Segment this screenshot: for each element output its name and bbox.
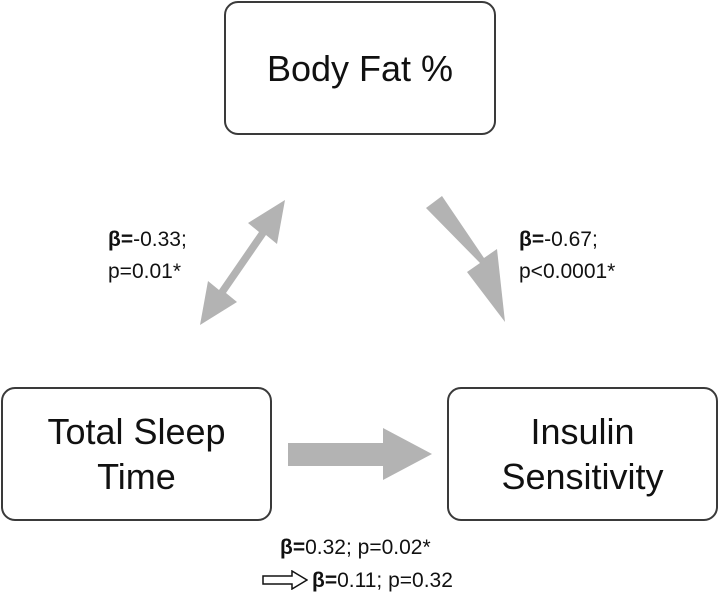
open-arrow-icon bbox=[262, 570, 308, 590]
beta-and-p-value: 0.32; p=0.02* bbox=[305, 536, 431, 559]
edge-label-sleep-insulin-total: β=0.32; p=0.02* bbox=[280, 532, 431, 564]
edge-label-bodyfat-insulin: β=-0.67; p<0.0001* bbox=[519, 224, 615, 288]
node-insulin-sensitivity: Insulin Sensitivity bbox=[447, 387, 718, 521]
edge-label-sleep-insulin-direct: β=0.11; p=0.32 bbox=[262, 565, 453, 597]
p-value: p=0.01* bbox=[108, 260, 181, 283]
node-body-fat-label: Body Fat % bbox=[266, 47, 454, 89]
double-arrow-sleep-bodyfat bbox=[200, 200, 285, 325]
node-insulin-sensitivity-line1: Insulin bbox=[530, 411, 635, 452]
node-insulin-sensitivity-line2: Sensitivity bbox=[501, 456, 664, 497]
beta-symbol: β= bbox=[108, 228, 134, 251]
beta-symbol: β= bbox=[280, 536, 306, 559]
beta-value: -0.67; bbox=[544, 228, 598, 251]
arrow-sleep-insulin bbox=[288, 428, 432, 480]
edge-label-sleep-bodyfat: β=-0.33; p=0.01* bbox=[108, 224, 187, 288]
beta-symbol: β= bbox=[519, 228, 545, 251]
beta-value: -0.33; bbox=[133, 228, 187, 251]
p-value: p<0.0001* bbox=[519, 260, 616, 283]
node-body-fat: Body Fat % bbox=[224, 1, 496, 135]
node-total-sleep-time: Total Sleep Time bbox=[1, 387, 272, 521]
arrow-bodyfat-insulin bbox=[426, 196, 505, 322]
beta-and-p-value: 0.11; p=0.32 bbox=[337, 569, 453, 592]
node-total-sleep-time-line2: Time bbox=[97, 456, 176, 497]
beta-symbol: β= bbox=[312, 569, 338, 592]
node-total-sleep-time-line1: Total Sleep bbox=[47, 411, 226, 452]
